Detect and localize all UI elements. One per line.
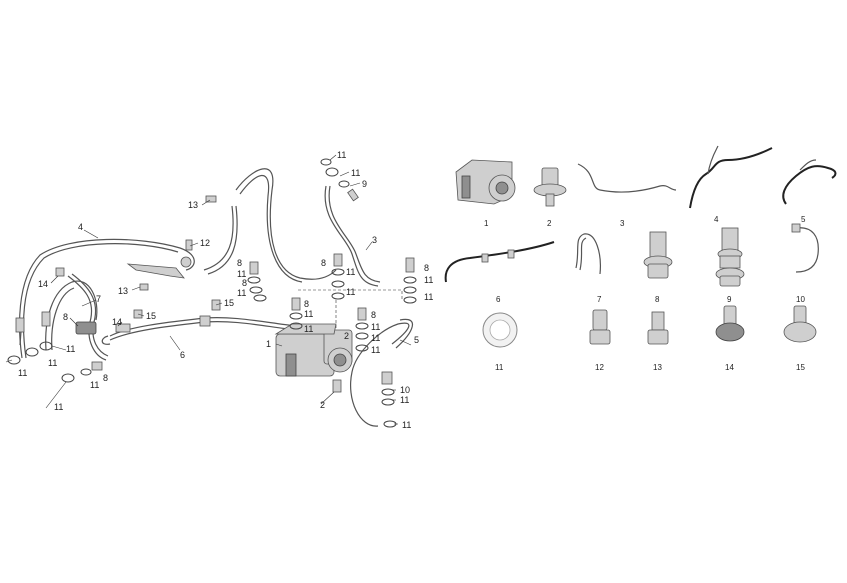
callout-11: 11 <box>54 402 63 412</box>
callout-10: 10 <box>400 385 410 395</box>
part-number-3: 3 <box>620 219 625 228</box>
part-13-bolt <box>647 311 669 345</box>
callout-14: 14 <box>38 279 48 289</box>
callout-11: 11 <box>424 275 433 285</box>
callout-8: 9 <box>362 179 367 189</box>
callout-11: 11 <box>400 395 409 405</box>
mounting-bracket <box>126 263 185 279</box>
part-9-double-banjo-bolt <box>715 227 745 287</box>
callout-8: 8 <box>304 299 309 309</box>
callout-11: 11 <box>371 345 380 355</box>
callout-5: 5 <box>414 335 419 345</box>
part-number-5: 5 <box>801 215 806 224</box>
callout-8: 8 <box>103 373 108 383</box>
part-number-12: 12 <box>595 363 604 372</box>
callout-8: 8 <box>371 310 376 320</box>
part-3-brake-line <box>577 163 677 193</box>
callout-6: 6 <box>180 350 185 360</box>
callout-11: 11 <box>351 168 360 178</box>
part-12-bolt <box>589 309 611 345</box>
part-1-abs-modulator <box>455 159 516 205</box>
part-number-7: 7 <box>597 295 602 304</box>
brake-hose-upper-right <box>324 185 379 287</box>
leader-lines <box>5 154 412 425</box>
callout-11: 11 <box>18 368 27 378</box>
callout-11: 11 <box>346 267 355 277</box>
callout-8: 8 <box>242 278 247 288</box>
callout-8: 8 <box>424 263 429 273</box>
parts-catalog: 1 2 3 4 5 6 7 8 <box>444 145 837 372</box>
exploded-callouts: 11 11 9 13 4 3 12 8 11 8 11 8 11 11 8 11… <box>18 150 433 430</box>
part-number-4: 4 <box>714 215 719 224</box>
part-4-brake-line <box>689 147 773 209</box>
callout-11: 11 <box>304 324 313 334</box>
part-10-brake-line <box>795 227 819 273</box>
callout-8: 8 <box>237 258 242 268</box>
part-7-brake-line <box>575 233 601 275</box>
part-number-10: 10 <box>796 295 805 304</box>
part-14-bolt <box>715 305 745 342</box>
callout-15: 15 <box>146 311 156 321</box>
part-5-brake-line <box>782 165 837 205</box>
callout-11: 11 <box>371 333 380 343</box>
part-8-banjo-bolt <box>643 231 673 279</box>
callout-11: 11 <box>346 287 355 297</box>
brake-hose-3 <box>235 168 337 280</box>
bolt-13-lower <box>139 283 149 291</box>
callout-15: 15 <box>224 298 234 308</box>
callout-14: 14 <box>112 317 122 327</box>
part-number-14: 14 <box>725 363 734 372</box>
exploded-assembly: 11 11 9 13 4 3 12 8 11 8 11 8 11 11 8 11… <box>5 150 433 430</box>
callout-2: 2 <box>320 400 325 410</box>
callout-11: 11 <box>424 292 433 302</box>
part-number-8: 8 <box>655 295 660 304</box>
callout-11: 11 <box>371 322 380 332</box>
callout-3: 3 <box>372 235 377 245</box>
callout-11: 11 <box>337 150 346 160</box>
callout-11: 11 <box>304 309 313 319</box>
callout-1: 1 <box>266 339 271 349</box>
part-number-15: 15 <box>796 363 805 372</box>
bolt-13-upper <box>205 195 217 203</box>
part-6-brake-hose <box>444 241 555 283</box>
part-15-bolt <box>783 305 817 343</box>
part-number-1: 1 <box>484 219 489 228</box>
part-number-2: 2 <box>547 219 552 228</box>
callout-2: 2 <box>344 331 349 341</box>
abs-module-assembly <box>274 323 353 377</box>
part-number-9: 9 <box>727 295 732 304</box>
callout-12: 12 <box>200 238 210 248</box>
brake-hose-4 <box>18 238 195 359</box>
callout-7: 7 <box>96 294 101 304</box>
callout-9: 8 <box>63 312 68 322</box>
callout-11: 11 <box>90 380 99 390</box>
callout-4: 4 <box>78 222 83 232</box>
callout-11: 11 <box>66 344 75 354</box>
part-2-flange-bolt <box>533 167 567 207</box>
callout-8: 8 <box>321 258 326 268</box>
callout-11: 11 <box>237 269 246 279</box>
callout-11: 11 <box>402 420 411 430</box>
callout-11: 11 <box>48 358 57 368</box>
callout-13: 13 <box>118 286 128 296</box>
part-number-11: 11 <box>495 363 504 372</box>
callout-11: 11 <box>237 288 246 298</box>
callout-13: 13 <box>188 200 198 210</box>
part-number-6: 6 <box>496 295 501 304</box>
part-number-13: 13 <box>653 363 662 372</box>
part-11-sealing-washer <box>482 312 518 348</box>
